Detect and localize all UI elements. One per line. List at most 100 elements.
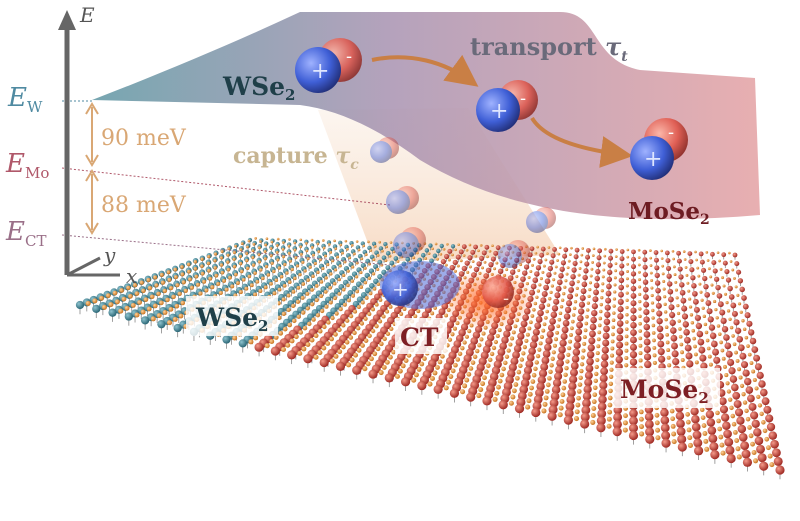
se-atom <box>608 381 614 387</box>
se-atom <box>382 336 387 342</box>
se-atom <box>281 311 287 317</box>
mo-atom <box>751 419 760 429</box>
se-atom <box>457 243 460 246</box>
se-atom <box>597 330 602 335</box>
se-atom <box>239 269 244 274</box>
mo-atom <box>619 256 625 262</box>
se-atom <box>693 352 698 357</box>
mo-atom <box>657 340 665 348</box>
se-atom <box>180 300 186 306</box>
se-atom <box>258 268 263 272</box>
w-atom <box>420 252 426 258</box>
se-atom <box>682 250 686 253</box>
se-atom <box>460 345 465 351</box>
mo-atom <box>481 250 487 256</box>
se-atom <box>345 247 349 251</box>
se-atom <box>310 302 315 307</box>
se-atom <box>389 241 393 244</box>
se-atom <box>245 258 249 263</box>
w-atom <box>374 250 379 256</box>
se-atom <box>178 313 184 319</box>
mo-atom <box>374 293 381 301</box>
mo-atom <box>630 271 637 277</box>
se-atom <box>297 350 303 356</box>
se-atom <box>245 245 249 249</box>
mo-atom <box>725 277 732 283</box>
mo-atom <box>563 415 573 425</box>
w-atom <box>373 278 379 285</box>
mo-atom <box>723 429 732 439</box>
se-atom <box>745 416 751 422</box>
se-atom <box>493 267 497 271</box>
se-atom <box>173 267 178 272</box>
mo-atom <box>509 269 516 275</box>
mo-atom <box>522 372 531 381</box>
se-atom <box>705 251 709 254</box>
mo-atom <box>736 416 745 425</box>
se-atom <box>216 282 221 287</box>
se-atom <box>257 246 261 250</box>
se-atom <box>706 259 710 262</box>
mo-atom <box>732 252 738 258</box>
se-atom <box>547 376 552 381</box>
mo-atom <box>586 357 594 366</box>
se-atom <box>626 255 630 259</box>
mo-atom <box>667 296 674 303</box>
mo-atom <box>543 284 550 291</box>
mo-atom <box>498 400 508 410</box>
se-atom <box>304 242 308 245</box>
se-atom <box>174 303 180 309</box>
energy-axis-label: E <box>79 3 95 27</box>
mo-atom <box>368 369 378 379</box>
mo-atom <box>629 351 638 359</box>
mo-atom <box>630 336 637 344</box>
mo-atom <box>476 261 482 267</box>
mo-atom <box>550 253 556 259</box>
se-atom <box>150 316 156 322</box>
se-atom <box>637 256 641 259</box>
se-atom <box>394 373 400 379</box>
se-atom <box>651 331 656 335</box>
se-atom <box>734 350 738 355</box>
se-atom <box>167 277 172 282</box>
mo-atom <box>591 303 598 310</box>
se-atom <box>703 438 709 444</box>
se-atom <box>319 294 324 298</box>
mo-atom <box>602 332 610 340</box>
mo-atom <box>585 248 591 253</box>
se-atom <box>453 362 458 368</box>
mo-atom <box>748 402 757 411</box>
se-atom <box>316 242 320 246</box>
mo-atom <box>544 343 552 352</box>
se-atom <box>517 269 521 273</box>
mo-atom <box>731 310 738 317</box>
se-atom <box>132 283 138 288</box>
se-atom <box>654 412 660 418</box>
se-atom <box>244 286 249 291</box>
se-atom <box>329 336 334 342</box>
w-atom <box>356 296 364 303</box>
mo-atom <box>484 244 490 250</box>
se-atom <box>276 237 280 241</box>
se-atom <box>422 356 427 361</box>
se-atom <box>563 285 567 289</box>
se-atom <box>671 249 675 253</box>
mo-atom <box>737 278 744 284</box>
mo-atom <box>719 405 729 414</box>
se-atom <box>744 335 749 340</box>
se-atom <box>285 271 289 275</box>
se-atom <box>128 293 133 299</box>
se-atom <box>468 265 472 269</box>
ct-hole <box>482 276 514 308</box>
se-atom <box>315 313 321 318</box>
se-atom <box>591 406 597 411</box>
mo-atom <box>569 375 578 384</box>
mo-atom <box>553 298 560 305</box>
se-atom <box>327 243 331 246</box>
se-atom <box>680 350 685 355</box>
mo-atom <box>708 324 716 331</box>
se-atom <box>162 310 168 315</box>
mo-atom <box>630 263 637 270</box>
mo-atom <box>493 250 499 256</box>
mo-atom <box>530 283 537 290</box>
